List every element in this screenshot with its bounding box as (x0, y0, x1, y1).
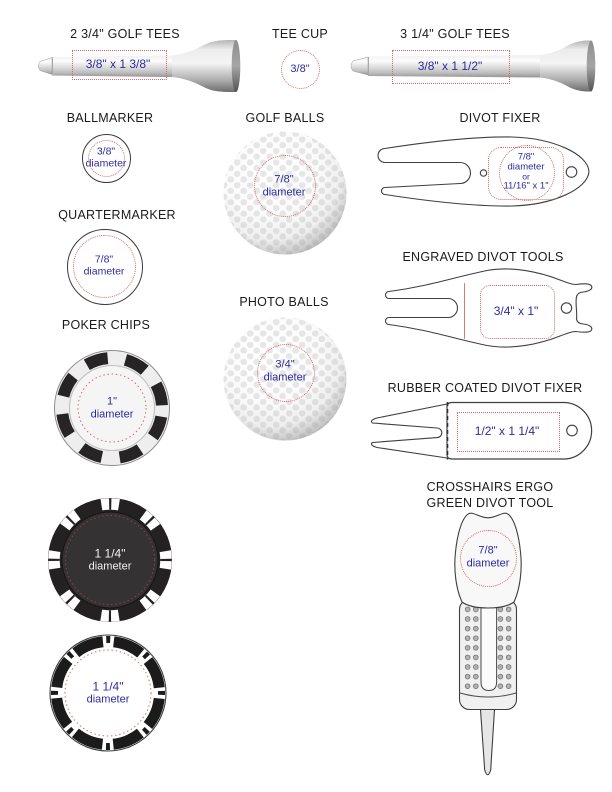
quartermarker-imprint-size: 7/8" diameter (83, 253, 125, 277)
imprint-area-box (480, 285, 555, 339)
imprint-area-circle (88, 140, 125, 177)
imprint-area-circle (254, 155, 316, 217)
engraved-divot-tools-title: ENGRAVED DIVOT TOOLS (402, 250, 564, 264)
rubber-divot-fixer-title: RUBBER COATED DIVOT FIXER (387, 381, 583, 395)
imprint-area-circle (73, 235, 136, 298)
poker-chip-black-illustration (48, 498, 172, 622)
golf-tee-2-3-4-illustration (38, 40, 241, 92)
tee-cup-title: TEE CUP (272, 27, 328, 41)
tee-cup-imprint-size: 3/8" (290, 62, 310, 75)
poker-chip-3-imprint-size: 1 1/4" diameter (86, 679, 130, 705)
imprint-area-box (392, 50, 510, 84)
ballmarker-imprint-size: 3/8" diameter (85, 145, 127, 169)
imprint-area-circle (460, 530, 517, 587)
golf-balls-title: GOLF BALLS (245, 111, 325, 125)
golf-balls-imprint-size: 7/8" diameter (262, 173, 306, 199)
divot-fixer-title: DIVOT FIXER (459, 111, 541, 125)
poker-chip-1-imprint-size: 1" diameter (90, 395, 134, 421)
quartermarker-title: QUARTERMARKER (58, 208, 176, 222)
photo-balls-imprint-size: 3/4" diameter (263, 358, 307, 384)
imprint-area-circle (257, 344, 315, 402)
crosshairs-imprint-size: 7/8" diameter (466, 544, 510, 570)
ballmarker-title: BALLMARKER (66, 111, 154, 125)
imprint-area-box (72, 50, 167, 80)
crosshairs-tool-title: CROSSHAIRS ERGO GREEN DIVOT TOOL (426, 480, 554, 510)
divot-fixer-imprint-size: 7/8" diameter or 11/16" x 1" (503, 151, 549, 192)
tees-2-3-4-imprint-size: 3/8" x 1 3/8" (85, 57, 151, 71)
photo-balls-title: PHOTO BALLS (239, 295, 329, 309)
imprint-area-circle (499, 145, 555, 201)
poker-chip-white-illustration (54, 350, 170, 466)
poker-chip-striped-illustration (49, 634, 167, 752)
engraved-divot-tool-illustration (384, 268, 593, 348)
poker-chips-title: POKER CHIPS (61, 318, 151, 332)
imprint-area-box (457, 412, 560, 452)
tees-3-1-4-title: 3 1/4" GOLF TEES (400, 27, 510, 41)
engraved-divot-imprint-size: 3/4" x 1" (493, 304, 539, 318)
golf-tee-3-1-4-illustration (350, 40, 596, 92)
tees-3-1-4-imprint-size: 3/8" x 1 1/2" (417, 59, 483, 73)
imprint-edge-line (464, 283, 465, 339)
imprint-area-circle (281, 50, 320, 89)
tees-2-3-4-title: 2 3/4" GOLF TEES (70, 27, 180, 41)
rubber-divot-imprint-size: 1/2" x 1 1/4" (474, 424, 540, 438)
rubber-divot-fixer-illustration (370, 401, 593, 460)
poker-chip-2-imprint-size: 1 1/4" diameter (88, 546, 132, 572)
